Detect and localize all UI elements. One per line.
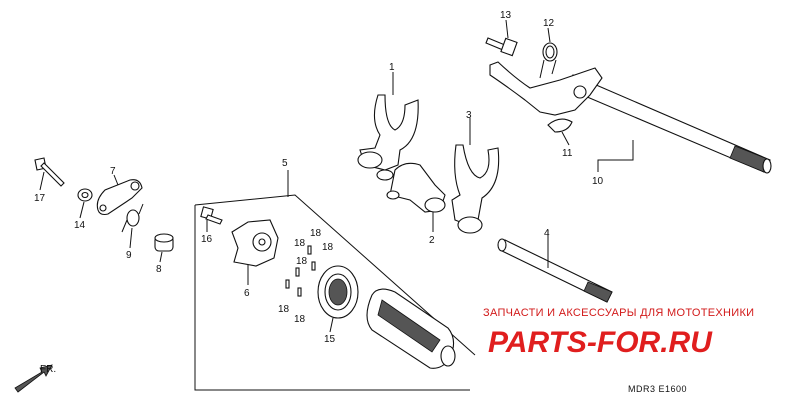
- callout-4: 4: [544, 228, 550, 239]
- bolt-16: [200, 206, 223, 225]
- leader-lines: [39, 19, 634, 333]
- callout-10: 10: [592, 176, 604, 187]
- callout-13: 13: [500, 10, 512, 21]
- shift-fork-2: [386, 162, 446, 213]
- callout-15: 15: [324, 334, 336, 345]
- callout-11: 11: [562, 148, 573, 159]
- callout-12: 12: [543, 18, 555, 29]
- diagram-code: MDR3 E1600: [628, 384, 687, 394]
- callout-18-c: 18: [322, 242, 334, 253]
- stopper-arm-7: [96, 179, 143, 216]
- callout-18-f: 18: [294, 314, 306, 325]
- bolt-13: [485, 37, 518, 57]
- assembly-bracket-5: [194, 170, 476, 391]
- shift-fork-3: [451, 144, 500, 234]
- callout-18-a: 18: [294, 238, 306, 249]
- drum-center-plate-6: [231, 219, 279, 267]
- bolt-17: [34, 157, 65, 187]
- shift-drum: [366, 288, 456, 369]
- pins-18: [285, 245, 316, 297]
- callout-6: 6: [244, 288, 250, 299]
- callout-7: 7: [110, 166, 116, 177]
- callout-2: 2: [429, 235, 435, 246]
- callout-18-d: 18: [296, 256, 308, 267]
- collar-8: [154, 233, 174, 252]
- stopper-spring-9: [121, 203, 144, 233]
- washer-14: [77, 188, 93, 202]
- callout-17: 17: [34, 193, 46, 204]
- watermark-brand: PARTS-FOR.RU: [488, 326, 713, 359]
- callout-3: 3: [466, 110, 472, 121]
- front-direction-label: FR.: [40, 364, 56, 375]
- callout-9: 9: [126, 250, 132, 261]
- return-spring-12: [539, 42, 558, 79]
- callout-1: 1: [389, 62, 395, 73]
- fork-shaft-4: [497, 238, 613, 303]
- callout-8: 8: [156, 264, 162, 275]
- bearing-15: [317, 265, 359, 319]
- shift-fork-1: [357, 94, 419, 181]
- front-direction-arrow: FR.: [14, 364, 56, 393]
- callout-18-e: 18: [278, 304, 290, 315]
- watermark-caption: ЗАПЧАСТИ И АКСЕССУАРЫ ДЛЯ МОТОТЕХНИКИ: [483, 307, 754, 319]
- callout-18-b: 18: [310, 228, 322, 239]
- callout-5: 5: [282, 158, 288, 169]
- shift-arm-11: [489, 61, 603, 133]
- callout-14: 14: [74, 220, 86, 231]
- gearshift-spindle-10: [565, 74, 772, 174]
- callout-16: 16: [201, 234, 213, 245]
